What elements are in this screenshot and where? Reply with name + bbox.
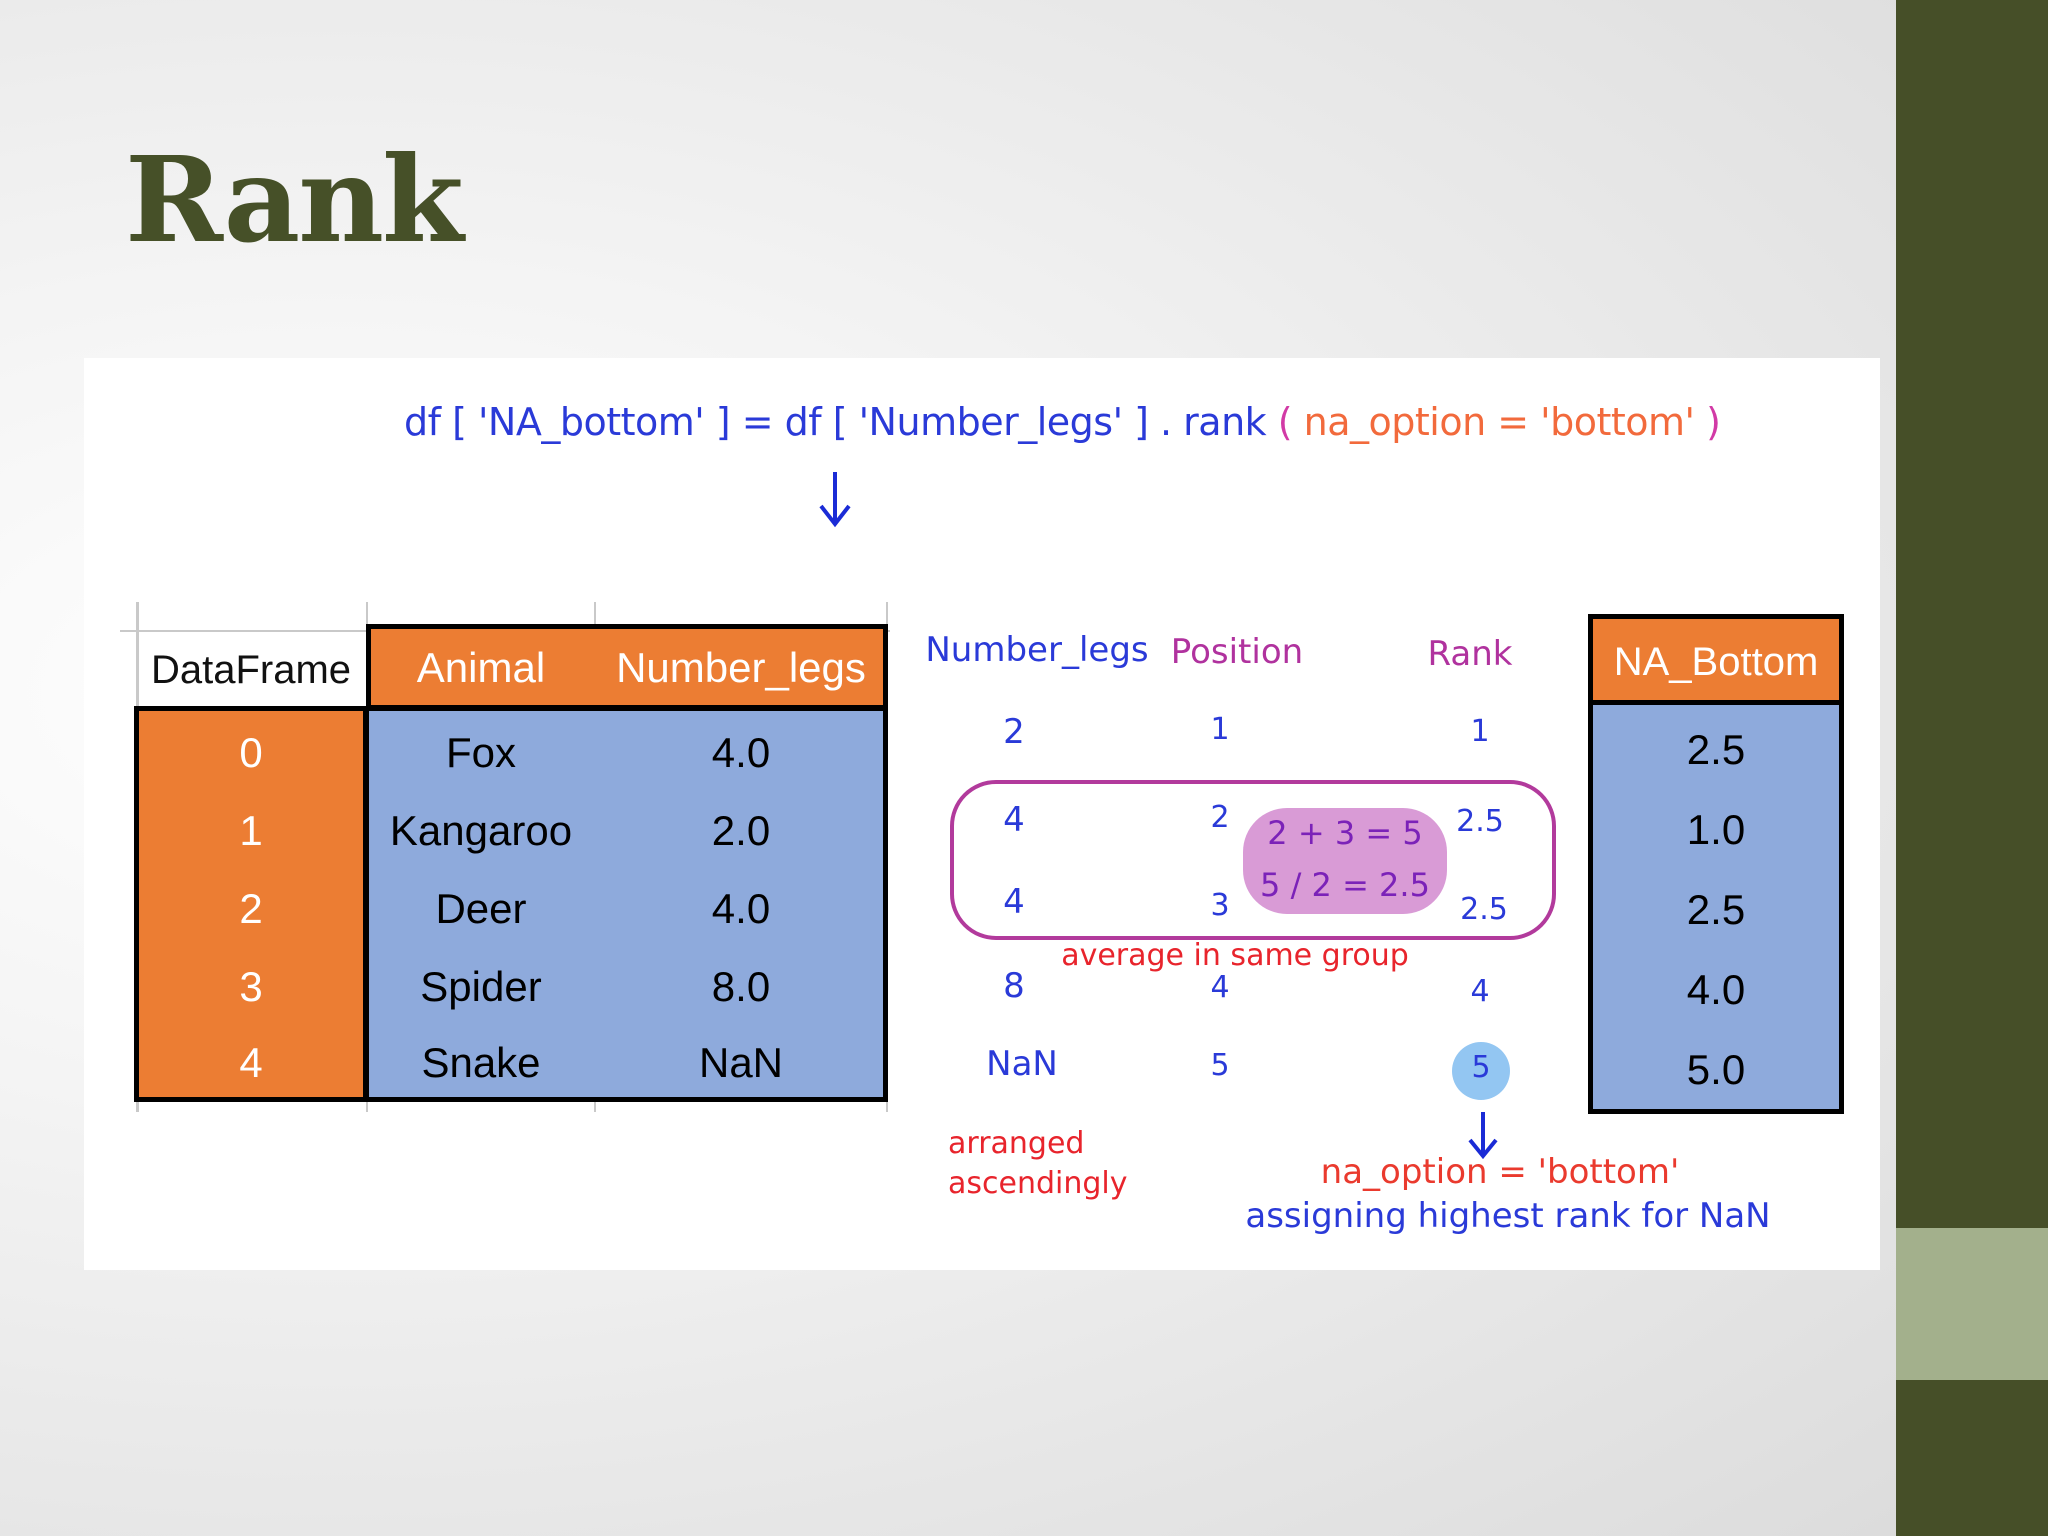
rank-value: 1	[1470, 714, 1490, 749]
legs-cell: 8.0	[711, 963, 771, 1010]
header-position: Position	[1170, 632, 1304, 672]
column-header-animal: Animal	[416, 644, 546, 691]
arranged-line-1: arranged	[948, 1126, 1085, 1161]
animal-cell: Kangaroo	[389, 807, 573, 854]
rank-value: 4	[1470, 974, 1490, 1009]
arranged-note: arranged ascendingly	[948, 1124, 1128, 1204]
sorted-legs-value: 8	[1003, 966, 1025, 1006]
average-calc-bubble	[1243, 808, 1447, 914]
animal-cell: Fox	[445, 729, 516, 776]
down-arrow-icon	[1468, 1112, 1498, 1160]
legs-cell: 2.0	[711, 807, 771, 854]
animal-cell: Spider	[420, 963, 542, 1010]
code-part-paren-open: (	[1266, 400, 1304, 444]
result-header: NA_Bottom	[1613, 639, 1819, 684]
highlight-circle	[1452, 1042, 1510, 1100]
column-header-number-legs: Number_legs	[616, 644, 866, 691]
result-column	[1588, 700, 1844, 1114]
dataframe-corner-label: DataFrame	[150, 647, 352, 692]
sorted-legs-value: 2	[1003, 712, 1025, 752]
dataframe-body	[364, 706, 888, 1102]
result-value: 5.0	[1686, 1046, 1746, 1093]
rank-value: 2.5	[1456, 804, 1504, 839]
code-line: df [ 'NA_bottom' ] = df [ 'Number_legs' …	[404, 400, 1721, 444]
same-group-outline	[950, 780, 1556, 940]
result-value: 4.0	[1686, 966, 1746, 1013]
assign-note: assigning highest rank for NaN	[1245, 1196, 1771, 1236]
sorted-legs-value: 4	[1003, 882, 1025, 922]
arranged-line-2: ascendingly	[948, 1166, 1128, 1201]
side-bar-bottom	[1896, 1380, 2048, 1536]
rank-value: 5	[1471, 1050, 1491, 1085]
slide-title: Rank	[125, 130, 464, 269]
calc-line-2: 5 / 2 = 2.5	[1260, 866, 1430, 904]
rank-value: 2.5	[1460, 892, 1508, 927]
index-cell: 2	[239, 885, 263, 932]
side-bar-accent	[1896, 1228, 2048, 1380]
header-rank: Rank	[1427, 634, 1513, 674]
legs-cell: 4.0	[711, 885, 771, 932]
position-value: 2	[1210, 800, 1230, 835]
index-cell: 0	[239, 729, 263, 776]
average-note: average in same group	[1061, 938, 1409, 973]
animal-cell: Snake	[421, 1039, 541, 1086]
position-value: 1	[1210, 712, 1230, 747]
position-value: 4	[1210, 970, 1230, 1005]
legs-cell: NaN	[698, 1039, 784, 1086]
animal-cell: Deer	[435, 885, 527, 932]
result-value: 2.5	[1686, 886, 1746, 933]
sorted-legs-value: 4	[1003, 800, 1025, 840]
side-bar-top	[1896, 0, 2048, 1228]
code-part-paren-close: )	[1694, 400, 1721, 444]
index-cell: 4	[239, 1039, 263, 1086]
position-value: 3	[1210, 888, 1230, 923]
position-value: 5	[1210, 1048, 1230, 1083]
sorted-legs-value: NaN	[986, 1044, 1058, 1084]
result-value: 2.5	[1686, 726, 1746, 773]
result-value: 1.0	[1686, 806, 1746, 853]
legs-cell: 4.0	[711, 729, 771, 776]
na-option-note: na_option = 'bottom'	[1320, 1152, 1680, 1192]
index-cell: 3	[239, 963, 263, 1010]
header-number-legs: Number_legs	[925, 630, 1149, 670]
index-cell: 1	[239, 807, 263, 854]
code-part-main: df [ 'NA_bottom' ] = df [ 'Number_legs' …	[404, 400, 1267, 444]
down-arrow-icon	[819, 472, 851, 528]
code-part-argument: na_option = 'bottom'	[1303, 400, 1695, 444]
calc-line-1: 2 + 3 = 5	[1267, 814, 1423, 852]
